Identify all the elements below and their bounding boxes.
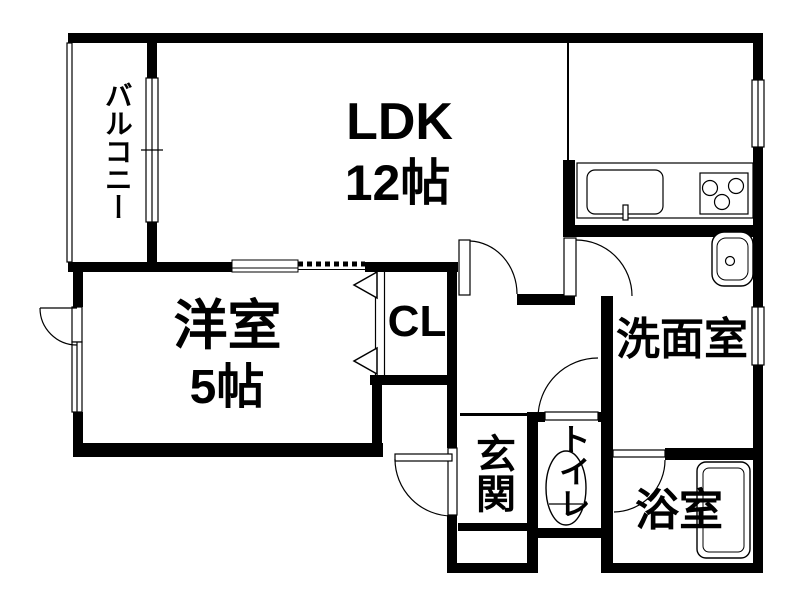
entrance-step-bar bbox=[458, 523, 528, 531]
room-label-balcony: バルコニー bbox=[101, 81, 133, 221]
bedroom-window-icon bbox=[71, 306, 83, 413]
walls bbox=[68, 33, 763, 573]
toilet-bowl-icon bbox=[545, 450, 587, 526]
ldk-hall-door-icon bbox=[458, 239, 518, 296]
room-size-ldk: 12帖 bbox=[344, 154, 451, 211]
washbasin-icon bbox=[711, 231, 754, 287]
kitchen-window-icon bbox=[751, 79, 765, 148]
room-label-washroom: 洗面室 bbox=[616, 314, 748, 364]
balcony-railing bbox=[66, 42, 73, 263]
washroom-window-icon bbox=[751, 306, 765, 366]
room-label-toilet: トイレ bbox=[554, 423, 591, 519]
toilet-door-icon bbox=[537, 357, 599, 421]
stove-icon bbox=[699, 172, 749, 215]
doors bbox=[39, 237, 666, 517]
ldk-bedroom-sliding-opening bbox=[231, 259, 365, 273]
bedroom-casement-icon bbox=[39, 307, 78, 346]
room-label-bathroom: 浴室 bbox=[635, 485, 723, 535]
entrance-step-line bbox=[460, 413, 527, 416]
room-size-western-room: 5帖 bbox=[189, 360, 265, 414]
balcony-sliding-window-icon bbox=[141, 77, 163, 223]
room-label-ldk: LDK bbox=[346, 92, 453, 151]
bathtub-icon bbox=[696, 461, 751, 559]
room-label-entrance: 玄関 bbox=[470, 433, 514, 513]
closet-bifold-icon bbox=[352, 270, 386, 376]
entrance-door-icon bbox=[394, 447, 458, 517]
kitchen-sink-icon bbox=[586, 169, 664, 221]
washroom-door-icon bbox=[563, 237, 633, 297]
room-label-closet: CL bbox=[387, 296, 447, 346]
kitchen-counter bbox=[576, 162, 754, 221]
bathroom-door-icon bbox=[612, 449, 666, 513]
windows bbox=[71, 77, 765, 413]
room-label-western-room: 洋室 bbox=[173, 295, 282, 356]
